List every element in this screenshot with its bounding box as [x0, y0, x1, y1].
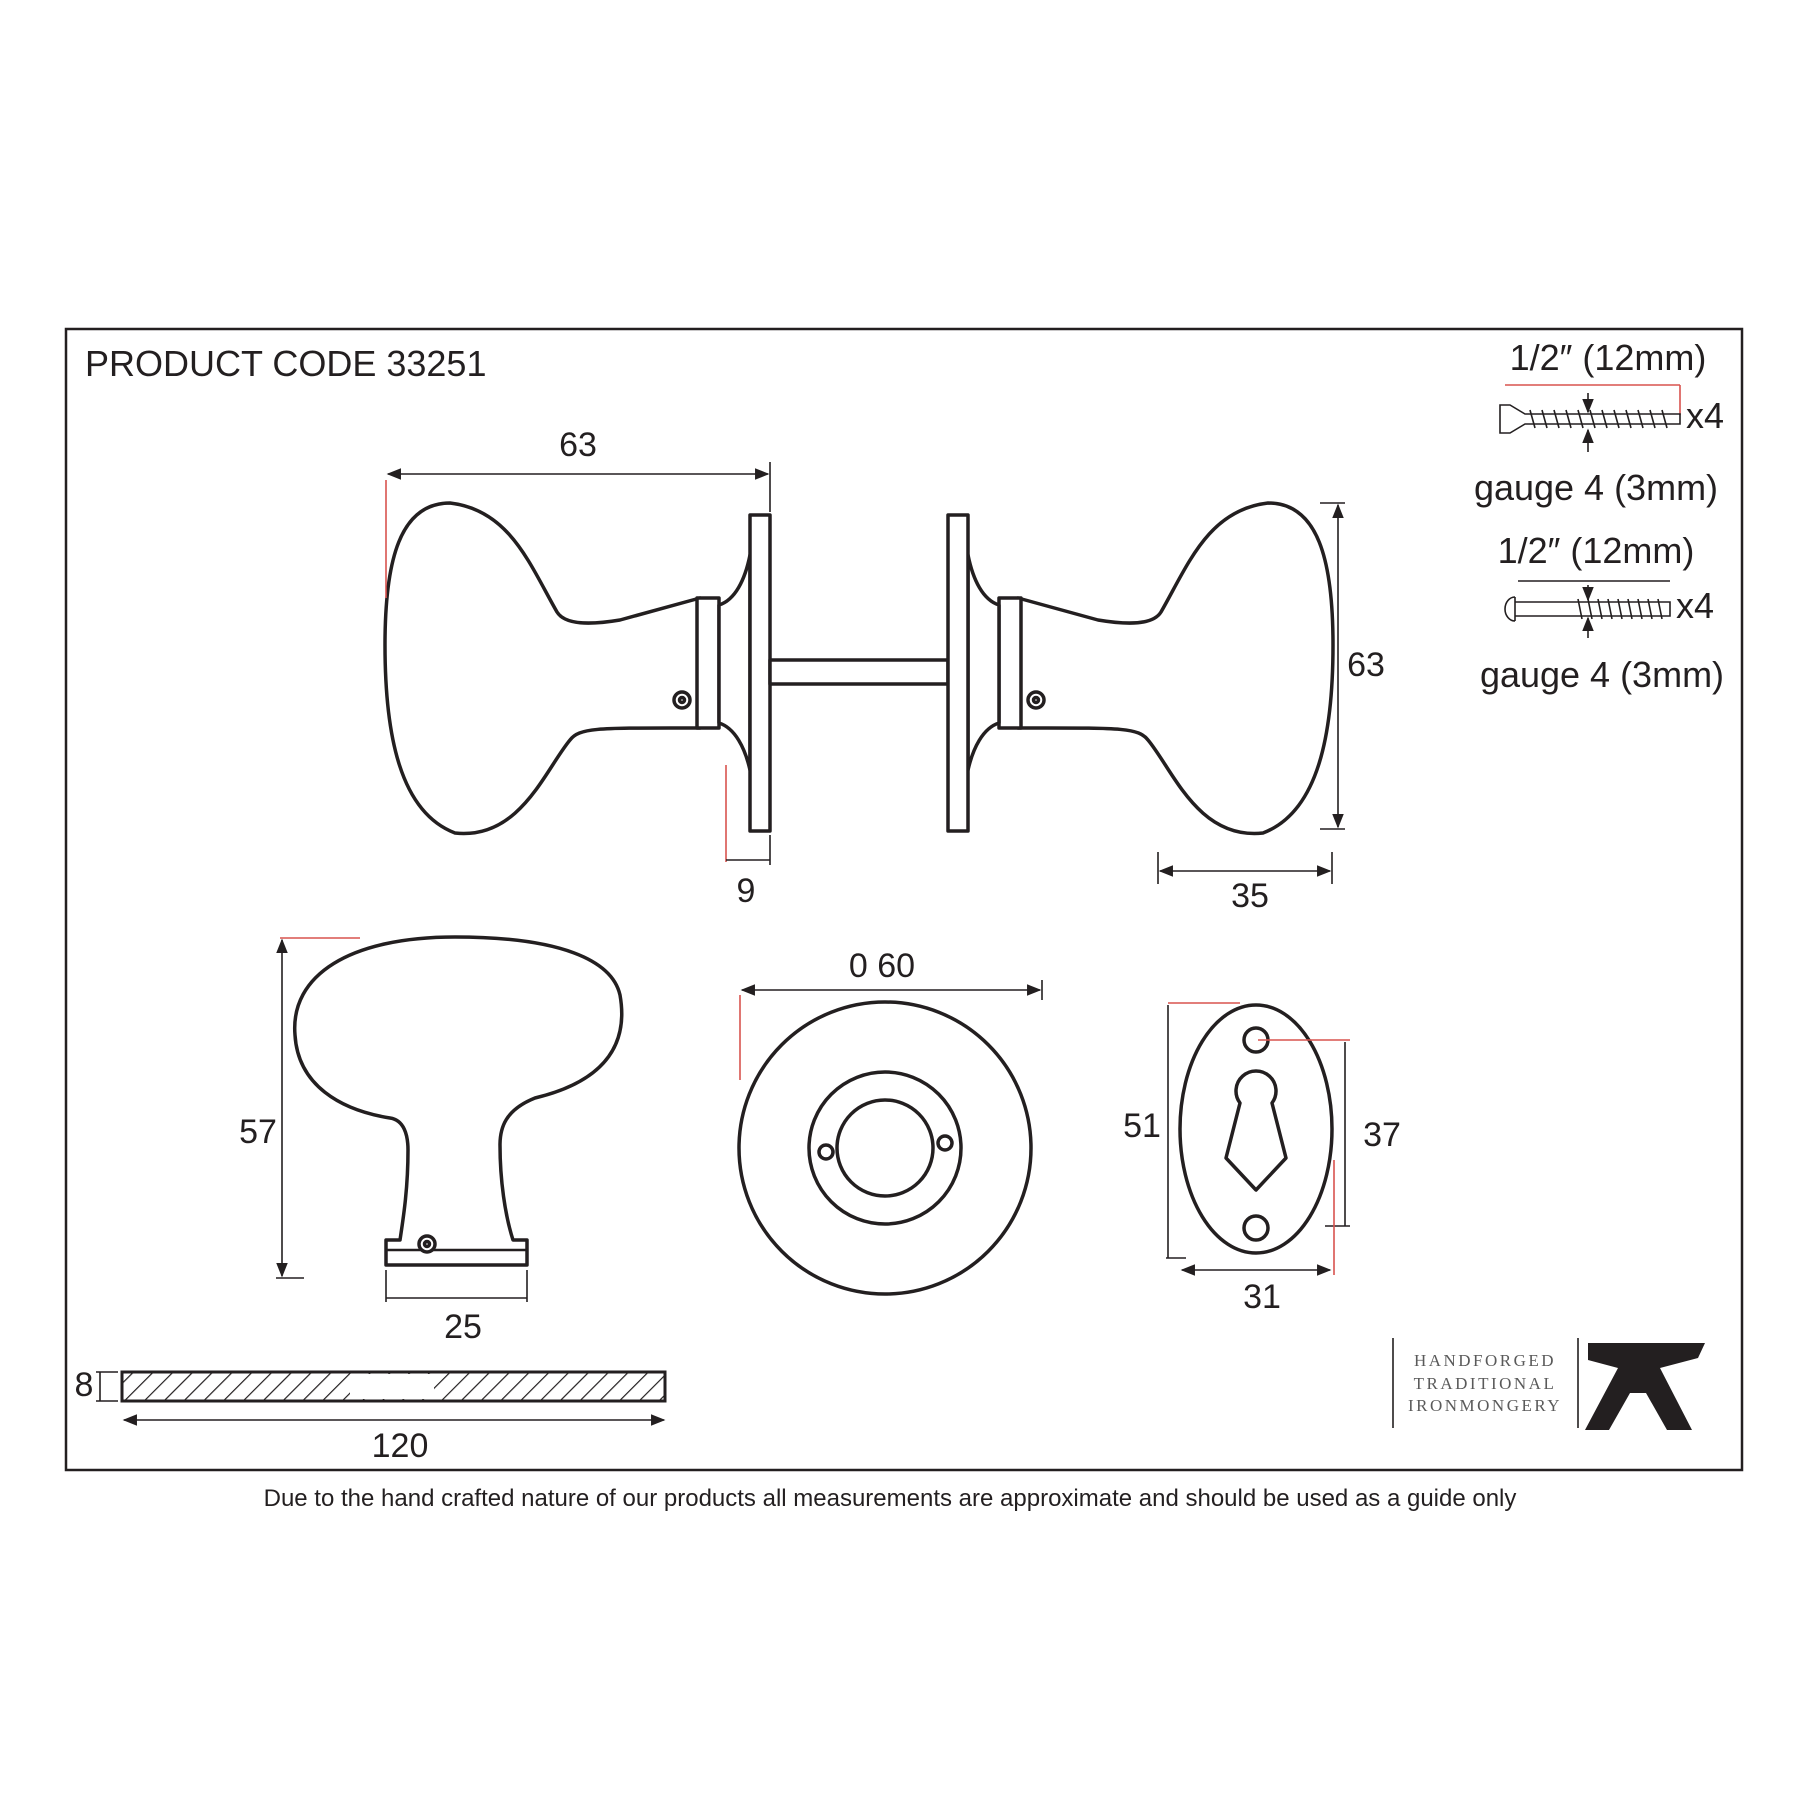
brand-line-2: TRADITIONAL: [1414, 1374, 1557, 1393]
screw-thread: [1529, 409, 1668, 429]
left-knob-outline: [383, 501, 702, 836]
screw-1-quantity: x4: [1686, 395, 1724, 436]
dim-label-spindle-thickness: 8: [75, 1366, 94, 1404]
right-rose-plate: [946, 513, 970, 833]
dim-label-knob-height: 63: [1347, 646, 1385, 684]
keyhole-icon: [1224, 1069, 1288, 1192]
dim-label-rose-diameter: 0 60: [849, 947, 915, 985]
dim-label-knob-pair-length: 63: [559, 426, 597, 464]
product-code: PRODUCT CODE 33251: [85, 343, 486, 384]
right-knob-outline: [1016, 501, 1335, 836]
spindle-bar-outline: [120, 1370, 667, 1403]
brand-line-3: IRONMONGERY: [1408, 1396, 1562, 1415]
dim-label-escutcheon-height: 51: [1123, 1107, 1161, 1145]
rose-front-view: 0 60: [737, 947, 1043, 1296]
left-rose-dome: [717, 553, 752, 772]
rose-screw-hole-right: [936, 1134, 954, 1152]
screw-2-quantity: x4: [1676, 585, 1714, 626]
round-head-screw-icon: [1504, 596, 1671, 622]
dim-label-knob-neck-width: 25: [444, 1308, 482, 1346]
dim-label-single-knob-height: 57: [239, 1113, 277, 1151]
single-knob-grub-screw-center: [422, 1239, 432, 1249]
screw-1-gauge: gauge 4 (3mm): [1474, 467, 1718, 508]
spindle-center-gap: [350, 1374, 434, 1399]
countersunk-screw-icon: [1499, 404, 1681, 434]
screw-2-gauge: gauge 4 (3mm): [1480, 654, 1724, 695]
single-knob-view: 57 25: [239, 935, 624, 1346]
left-rose-plate: [748, 513, 772, 833]
screw-2-length: 1/2″ (12mm): [1498, 530, 1695, 571]
dim-label-spindle-length: 120: [372, 1427, 429, 1465]
drawing-frame: [64, 327, 1744, 1472]
rose-inner: [835, 1098, 935, 1198]
spindle-view: 8 120: [75, 1366, 667, 1465]
right-rose-dome: [966, 553, 1001, 772]
dim-label-rose-thickness: 9: [737, 872, 756, 910]
left-knob-collar: [695, 596, 721, 730]
brand-logo-block: HANDFORGED TRADITIONAL IRONMONGERY: [1392, 1338, 1705, 1430]
anvil-logo-icon: [1585, 1343, 1705, 1430]
dim-label-knob-depth: 35: [1231, 877, 1269, 915]
screw-thread: [1577, 598, 1663, 620]
dim-label-escutcheon-width: 31: [1243, 1278, 1281, 1316]
screw-1-length: 1/2″ (12mm): [1510, 337, 1707, 378]
right-grub-screw-center: [1031, 695, 1041, 705]
knob-pair-side-view: 63 9 63 35: [383, 426, 1385, 915]
brand-line-1: HANDFORGED: [1414, 1351, 1556, 1370]
right-knob-collar: [997, 596, 1023, 730]
disclaimer-text: Due to the hand crafted nature of our pr…: [264, 1485, 1517, 1512]
escutcheon-view: 51 37 31: [1123, 1002, 1401, 1316]
escutcheon-screw-hole-bottom: [1242, 1214, 1270, 1242]
dim-label-escutcheon-hole-spacing: 37: [1363, 1116, 1401, 1154]
single-knob-outline: [293, 935, 624, 1267]
screw-round-head-detail: 1/2″ (12mm) x4 gauge 4 (3mm): [1480, 530, 1724, 695]
screw-countersunk-detail: 1/2″ (12mm) x4 gauge 4 (3mm): [1474, 337, 1724, 508]
rose-screw-hole-left: [817, 1143, 835, 1161]
left-grub-screw-center: [677, 695, 687, 705]
spindle-side: [768, 658, 950, 686]
